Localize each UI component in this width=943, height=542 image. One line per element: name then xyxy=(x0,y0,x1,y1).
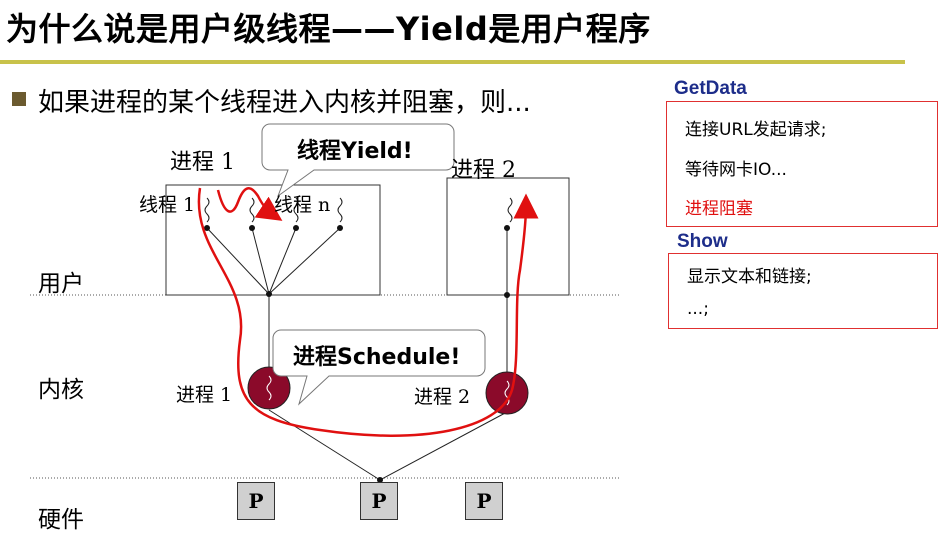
callout-schedule-bubble xyxy=(272,329,486,406)
kernel-process1-circle xyxy=(247,366,291,410)
thread-squiggles xyxy=(204,197,513,223)
thread1-label: 线程 1 xyxy=(139,194,196,216)
connection-dots xyxy=(204,225,510,483)
processor-box: P xyxy=(465,482,503,520)
thread-lines xyxy=(206,227,508,483)
bullet-square-icon xyxy=(12,92,26,106)
threadn-label: 线程 n xyxy=(274,194,331,216)
process1-user-label: 进程 1 xyxy=(170,150,235,175)
getdata-header: GetData xyxy=(674,78,747,99)
code-line-blocked: 进程阻塞 xyxy=(685,199,753,219)
callout-yield-text: 线程Yield! xyxy=(297,139,413,164)
layer-hardware-label: 硬件 xyxy=(38,507,84,533)
show-code-box: 显示文本和链接; ...; xyxy=(668,253,938,329)
yield-arrow xyxy=(216,187,283,221)
callout-schedule-text: 进程Schedule! xyxy=(293,345,461,370)
schedule-arrow xyxy=(197,187,539,437)
layer-kernel-label: 内核 xyxy=(38,377,84,403)
callout-yield-bubble xyxy=(261,123,455,198)
kernel-process1-label: 进程 1 xyxy=(176,384,233,406)
code-line: 连接URL发起请求; xyxy=(685,120,827,140)
bullet-text: 如果进程的某个线程进入内核并阻塞，则... xyxy=(38,88,531,118)
title-divider xyxy=(0,60,905,64)
getdata-code-box: 连接URL发起请求; 等待网卡IO... 进程阻塞 xyxy=(666,101,938,227)
show-header: Show xyxy=(677,231,728,252)
code-line: 显示文本和链接; xyxy=(687,267,812,287)
code-line: ...; xyxy=(687,299,709,319)
kernel-process2-label: 进程 2 xyxy=(414,386,471,408)
layer-user-label: 用户 xyxy=(38,271,84,297)
code-line: 等待网卡IO... xyxy=(685,160,787,180)
kernel-process2-circle xyxy=(485,371,529,415)
processor-box: P xyxy=(237,482,275,520)
process2-box xyxy=(446,177,570,296)
process2-user-label: 进程 2 xyxy=(451,158,516,183)
page-title: 为什么说是用户级线程——Yield是用户程序 xyxy=(6,10,651,48)
processor-box: P xyxy=(360,482,398,520)
